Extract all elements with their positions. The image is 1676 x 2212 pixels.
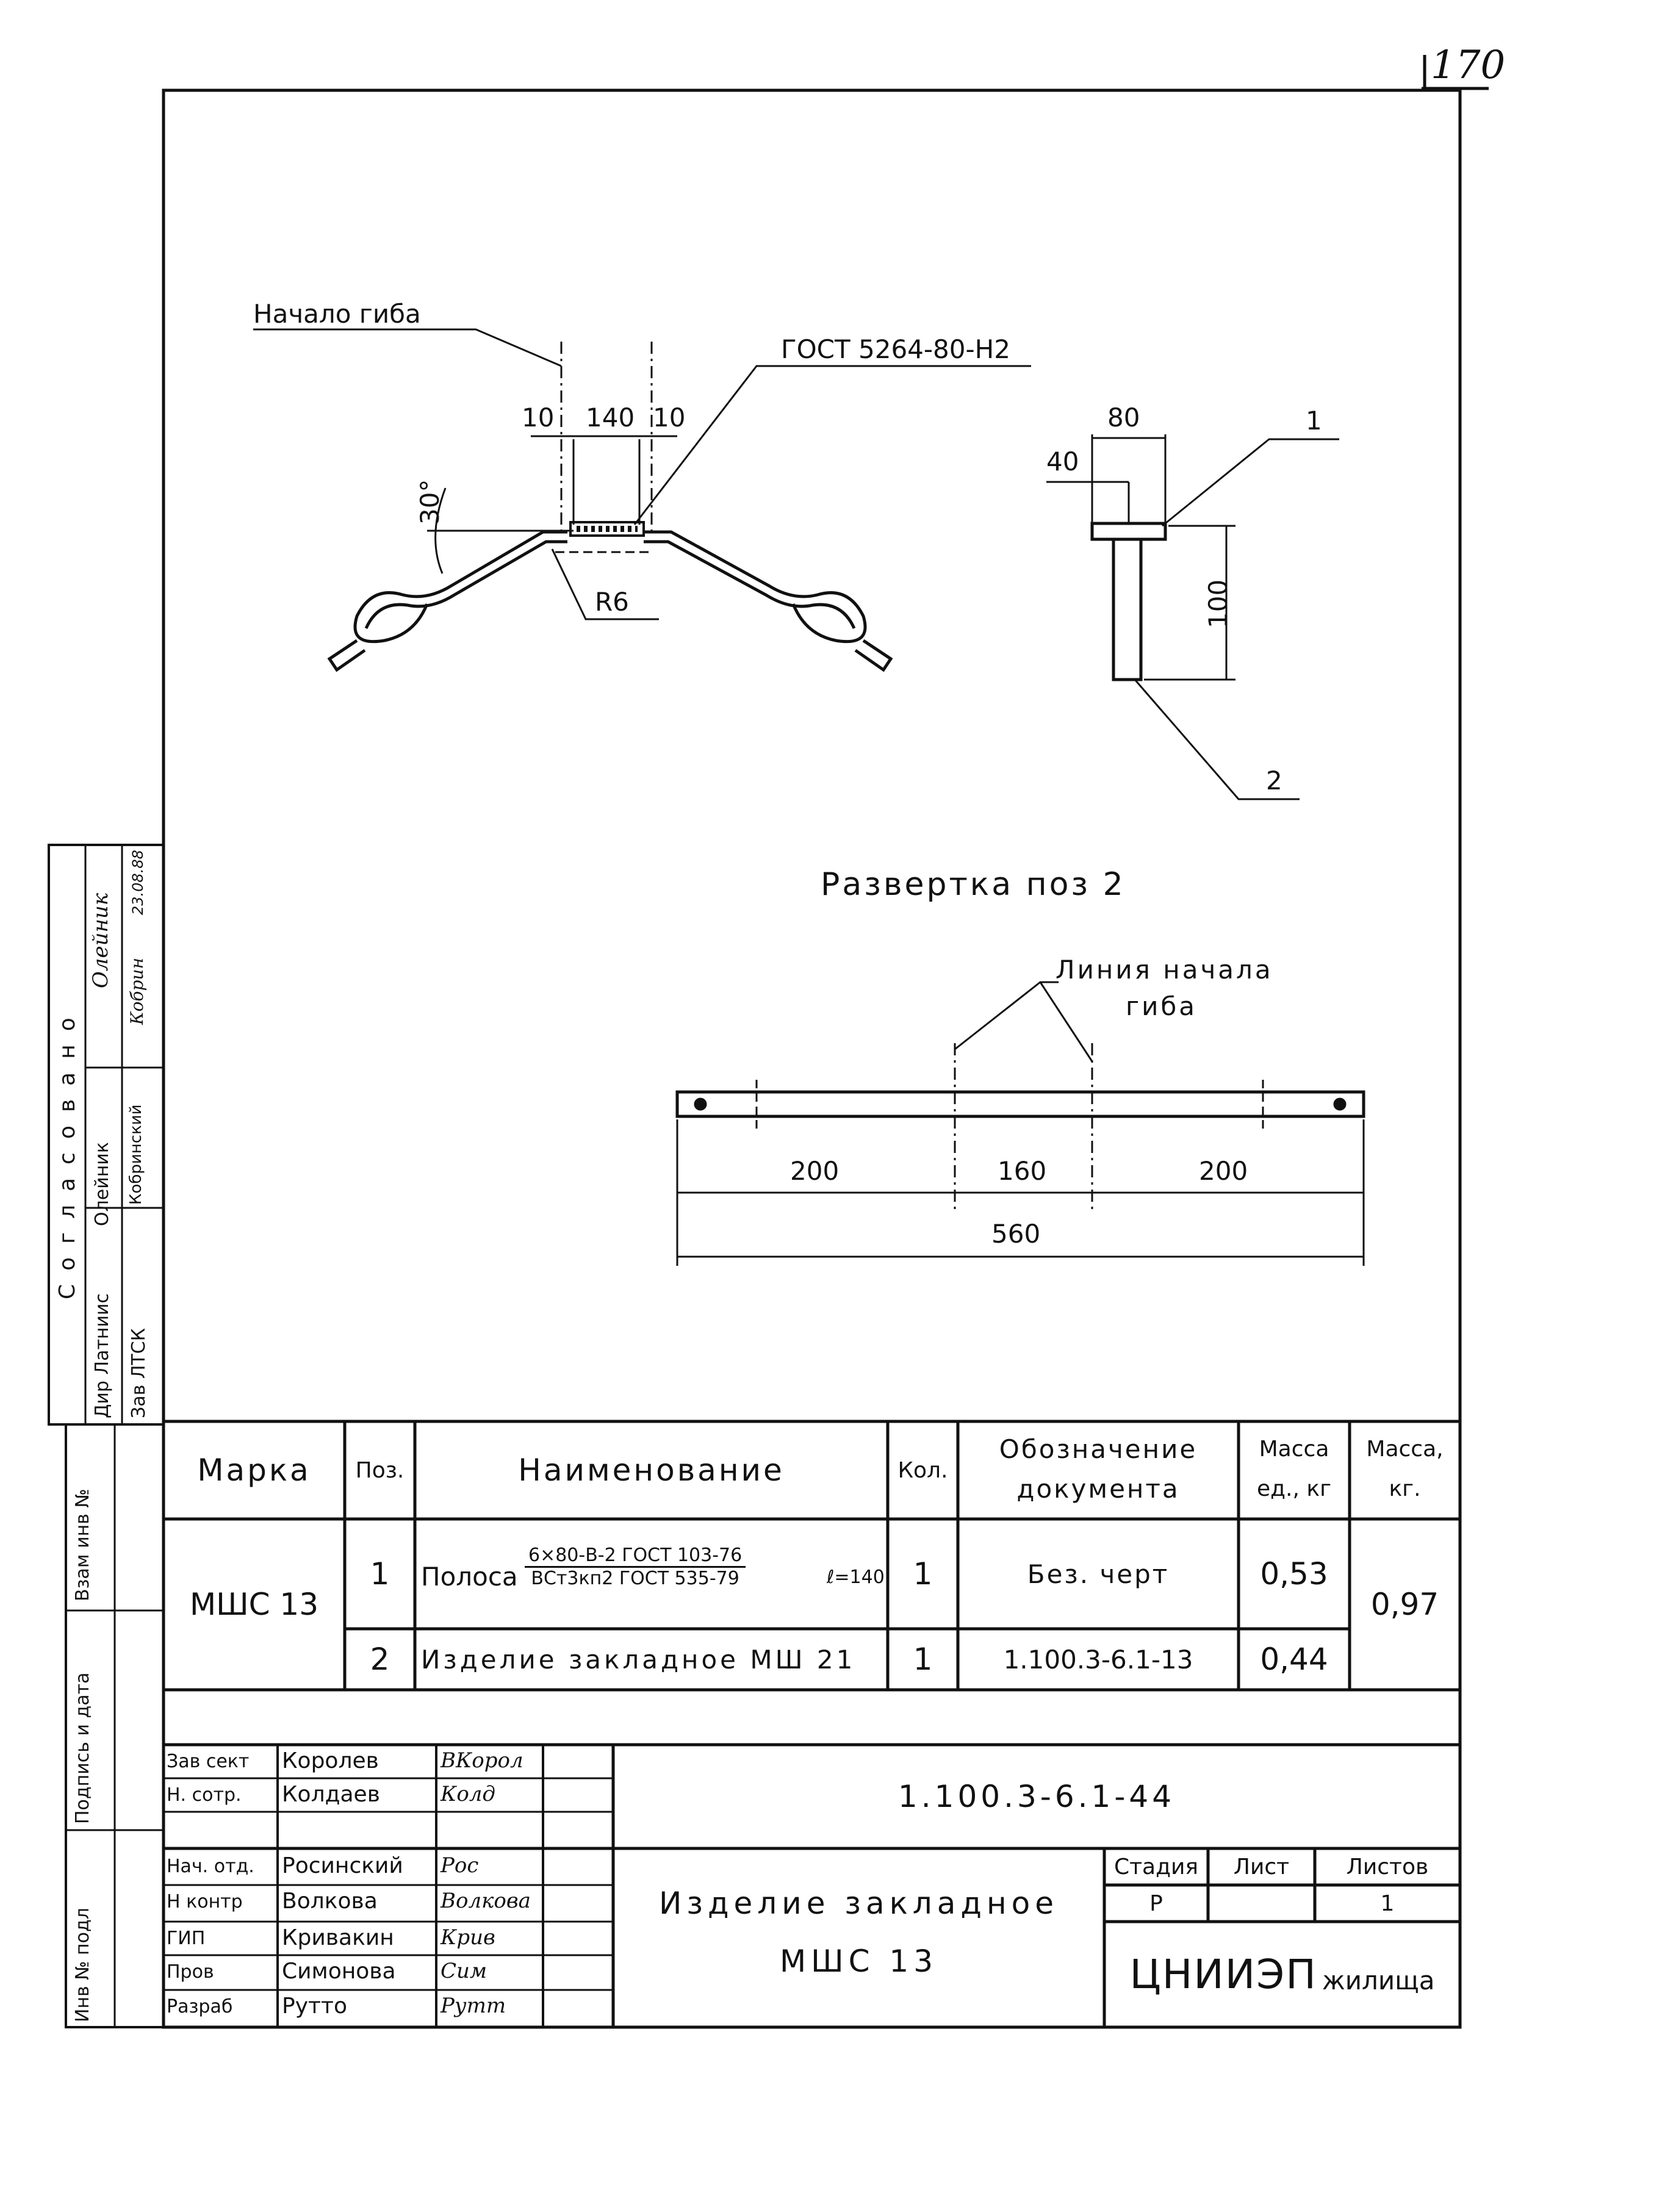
approver-role-1: Дир Латниис — [92, 1293, 113, 1418]
person-name-1: Королев — [282, 1748, 379, 1773]
row2-mass-unit: 0,44 — [1260, 1642, 1328, 1677]
stage-label: Стадия — [1113, 1854, 1199, 1880]
spec-table-grid — [164, 1420, 1460, 1747]
title-line-2: МШС 13 — [779, 1944, 938, 1979]
sheet-value — [1208, 1885, 1315, 1922]
approver-name-2: Кобринский — [127, 1104, 145, 1205]
header-doc-2: документа — [1016, 1473, 1180, 1504]
stamp-label-replace: Взам инв № — [72, 1488, 93, 1601]
stage-value: Р — [1149, 1891, 1163, 1916]
side-view — [1046, 434, 1339, 800]
angle-label: 30° — [415, 479, 445, 525]
title-block-grid — [164, 1745, 1460, 2027]
dim-top-mid: 140 — [586, 403, 635, 433]
header-name: Наименование — [518, 1453, 785, 1488]
callout-2: 2 — [1266, 766, 1282, 795]
row1-name-num: 6×80-В-2 ГОСТ 103-76 — [525, 1545, 746, 1568]
sheet-label: Лист — [1233, 1854, 1290, 1880]
row1-name-prefix: Полоса — [421, 1562, 518, 1592]
unfold-line-label-2: гиба — [1126, 991, 1198, 1021]
row1-doc: Без. черт — [1027, 1559, 1170, 1589]
sheets-label: Листов — [1346, 1854, 1429, 1880]
header-mass-unit-2: ед., кг — [1256, 1476, 1332, 1501]
side-dim-offset: 40 — [1046, 447, 1079, 476]
weld-gost-label: ГОСТ 5264-80-Н2 — [781, 334, 1010, 364]
person-name-4: Волкова — [282, 1889, 378, 1914]
radius-label: R6 — [595, 587, 629, 617]
person-name-7: Рутто — [282, 1994, 347, 2019]
person-name-6: Симонова — [282, 1959, 396, 1984]
approver-name-1: Олейник — [92, 1142, 113, 1226]
row2-qty: 1 — [913, 1642, 933, 1677]
row1-qty: 1 — [913, 1556, 933, 1592]
side-dim-height: 100 — [1203, 579, 1233, 628]
person-name-5: Кривакин — [282, 1925, 394, 1950]
person-name-2: Колдаев — [282, 1782, 380, 1807]
person-name-3: Росинский — [282, 1853, 403, 1878]
header-mass-unit-1: Масса — [1259, 1436, 1329, 1462]
unfold-line-label-1: Линия начала — [1056, 955, 1273, 985]
person-signature-3: Рос — [441, 1853, 479, 1878]
row1-name-fraction: 6×80-В-2 ГОСТ 103-76 ВСт3кп2 ГОСТ 535-79 — [525, 1545, 746, 1589]
header-mass-2: кг. — [1389, 1476, 1421, 1501]
approver-date-2: 23.08.88 — [129, 850, 146, 915]
header-mass-1: Масса, — [1366, 1436, 1444, 1462]
unfold-dim-left: 200 — [790, 1156, 840, 1186]
unfold-view — [675, 981, 1365, 1266]
row1-name-den: ВСт3кп2 ГОСТ 535-79 — [531, 1568, 739, 1589]
agreed-title: Согласовано — [55, 1004, 80, 1299]
person-signature-2: Колд — [441, 1782, 495, 1806]
unfold-dim-mid: 160 — [998, 1156, 1047, 1186]
organization: ЦНИИЭП жилища — [1104, 1922, 1460, 2027]
row1-name-suffix: ℓ=140 — [827, 1567, 885, 1588]
page-number: 170 — [1431, 43, 1506, 88]
row2-pos: 2 — [370, 1642, 390, 1677]
stamp-label-signature: Подпись и дата — [72, 1672, 93, 1825]
header-pos: Поз. — [355, 1457, 405, 1483]
person-role-4: Н контр — [167, 1891, 243, 1912]
person-signature-4: Волкова — [441, 1889, 531, 1913]
person-role-5: ГИП — [167, 1928, 206, 1949]
person-signature-7: Рутт — [441, 1994, 506, 2018]
dim-top-left: 10 — [522, 403, 555, 433]
approver-role-2: Зав ЛТСК — [128, 1328, 149, 1418]
dim-top-right: 10 — [653, 403, 686, 433]
side-dim-width: 80 — [1107, 403, 1140, 433]
approver-signature-1: Олейник — [88, 892, 113, 988]
header-doc-1: Обозначение — [999, 1434, 1198, 1464]
sheets-value: 1 — [1380, 1891, 1395, 1916]
header-mark: Марка — [197, 1453, 311, 1488]
organization-name-2: жилища — [1322, 1966, 1435, 1995]
approver-signature-2: Кобрин — [127, 957, 147, 1025]
mark-value: МШС 13 — [189, 1587, 319, 1622]
person-role-1: Зав сект — [167, 1751, 250, 1772]
organization-name-1: ЦНИИЭП — [1129, 1951, 1317, 1998]
person-role-2: Н. сотр. — [167, 1784, 242, 1806]
unfold-dim-total: 560 — [991, 1219, 1041, 1249]
bend-start-label: Начало гиба — [253, 299, 421, 329]
stamp-label-inventory: Инв № подл — [72, 1908, 93, 2022]
row1-pos: 1 — [370, 1556, 390, 1592]
total-mass: 0,97 — [1370, 1587, 1439, 1622]
doc-code: 1.100.3-6.1-44 — [897, 1779, 1176, 1814]
callout-1: 1 — [1306, 406, 1322, 436]
header-qty: Кол. — [897, 1457, 948, 1483]
unfold-title: Развертка поз 2 — [821, 866, 1126, 903]
person-role-3: Нач. отд. — [167, 1856, 254, 1877]
row2-doc: 1.100.3-6.1-13 — [1003, 1644, 1193, 1675]
row2-name: Изделие закладное МШ 21 — [421, 1644, 856, 1675]
row1-mass-unit: 0,53 — [1260, 1556, 1328, 1592]
bent-bar-view — [253, 328, 1031, 672]
person-role-7: Разраб — [167, 1996, 233, 2017]
person-signature-1: ВКорол — [441, 1748, 523, 1773]
person-signature-6: Сим — [441, 1959, 487, 1983]
person-signature-5: Крив — [441, 1925, 495, 1950]
title-line-1: Изделие закладное — [658, 1886, 1059, 1921]
person-role-6: Пров — [167, 1961, 214, 1983]
unfold-dim-right: 200 — [1199, 1156, 1248, 1186]
